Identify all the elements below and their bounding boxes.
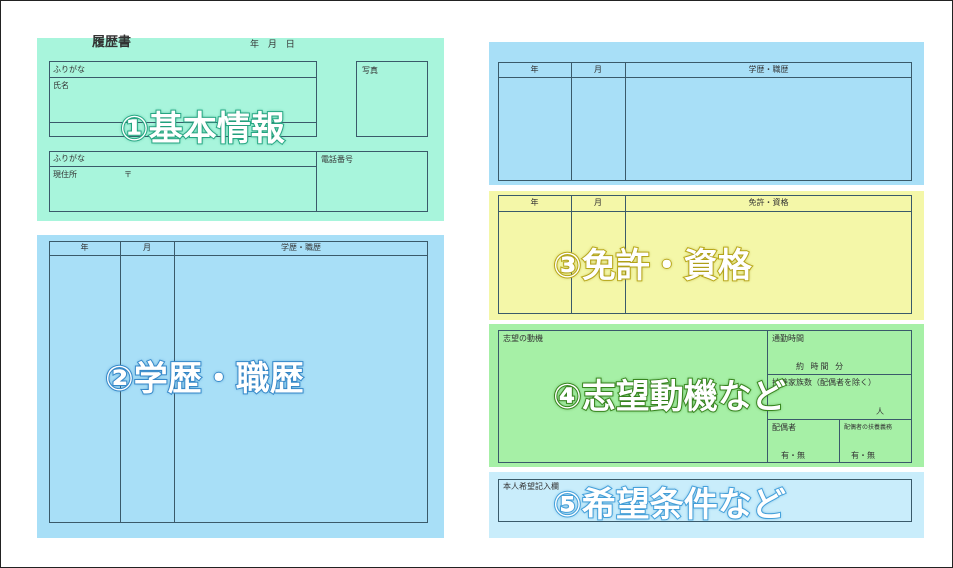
- licenses-col-divider-2: [625, 195, 626, 314]
- motivation-overlay: ④志望動機など: [552, 377, 787, 417]
- history-col-divider-1: [120, 241, 121, 523]
- motivation-table: [498, 330, 912, 463]
- commute-label: 通勤時間: [772, 334, 804, 343]
- history-header-divider: [49, 255, 428, 256]
- basic-info-overlay: ①基本情報: [119, 109, 286, 149]
- date-label: 年 月 日: [250, 40, 298, 50]
- address-phone-divider: [316, 151, 317, 212]
- spouse-support-label: 配偶者の扶養義務: [844, 424, 893, 431]
- licenses-col-detail: 免許・資格: [748, 198, 789, 207]
- history-continued-col-divider-1: [571, 62, 572, 181]
- licenses-col-year: 年: [530, 198, 539, 207]
- photo-box: [356, 61, 428, 137]
- history-continued-header-divider: [498, 77, 912, 78]
- address-furigana-label: ふりがな: [53, 154, 85, 163]
- name-label: 氏名: [53, 81, 69, 90]
- dependents-label: 扶養家族数（配偶者を除く）: [772, 378, 876, 387]
- preferences-box: [498, 479, 912, 522]
- history-section: [37, 235, 444, 538]
- photo-label: 写真: [362, 66, 378, 75]
- spouse-label: 配偶者: [772, 423, 796, 432]
- history-continued-col-divider-2: [625, 62, 626, 181]
- history-continued-col-detail: 学歴・職歴: [748, 65, 789, 74]
- motive-label: 志望の動機: [503, 334, 543, 343]
- name-box: [49, 61, 317, 137]
- commute-divider: [767, 374, 912, 375]
- licenses-section: [489, 191, 924, 320]
- motivation-col-divider: [767, 330, 768, 463]
- history-overlay: ②学歴・職歴: [104, 359, 305, 399]
- spouse-support-value: 有・無: [851, 451, 875, 460]
- commute-value: 約 時間 分: [796, 362, 846, 371]
- name-bottom-divider: [49, 122, 317, 123]
- history-continued-col-year: 年: [530, 65, 539, 74]
- history-col-detail: 学歴・職歴: [281, 243, 321, 252]
- history-col-year: 年: [80, 243, 89, 252]
- motivation-section: [489, 324, 924, 467]
- phone-label: 電話番号: [321, 155, 353, 164]
- spouse-divider: [839, 419, 840, 463]
- licenses-col-month: 月: [594, 198, 602, 207]
- spouse-value: 有・無: [781, 451, 805, 460]
- history-continued-section: [489, 42, 924, 185]
- licenses-header-divider: [498, 211, 912, 212]
- history-continued-table: [498, 62, 912, 181]
- preferences-overlay: ⑤希望条件など: [552, 485, 787, 525]
- resume-title: 履歴書: [92, 35, 132, 50]
- furigana-divider: [49, 77, 317, 78]
- address-furigana-divider: [49, 166, 316, 167]
- furigana-label: ふりがな: [53, 65, 85, 74]
- preferences-section: [489, 472, 924, 538]
- basic-info-section: [37, 38, 444, 221]
- licenses-col-divider-1: [571, 195, 572, 314]
- postal-mark: 〒: [124, 170, 132, 179]
- address-label: 現住所: [53, 170, 77, 179]
- licenses-table: [498, 195, 912, 314]
- history-continued-col-month: 月: [594, 65, 602, 74]
- licenses-overlay: ③免許・資格: [552, 246, 753, 286]
- history-col-divider-2: [174, 241, 175, 523]
- dependents-unit: 人: [876, 407, 884, 416]
- preferences-label: 本人希望記入欄: [503, 482, 559, 491]
- history-table: [49, 241, 428, 523]
- address-box: [49, 151, 428, 212]
- history-col-month: 月: [143, 243, 151, 252]
